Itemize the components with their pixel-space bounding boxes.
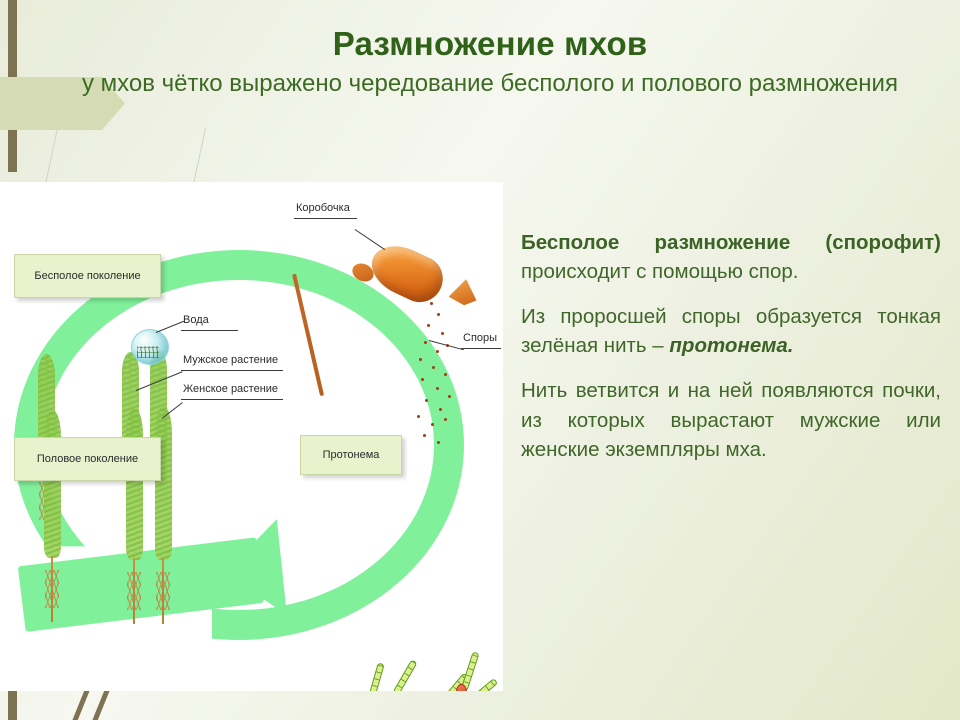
protonema-bud bbox=[456, 684, 467, 691]
title-block: Размножение мхов у мхов чётко выражено ч… bbox=[40, 25, 940, 100]
label-asexual-generation: Бесполое поколение bbox=[14, 254, 161, 298]
paragraph-2-run-1: Из проросшей споры образуется тонкая зел… bbox=[521, 305, 941, 358]
left-accent-bar-bottom bbox=[8, 690, 17, 720]
sperm-cells bbox=[137, 346, 159, 358]
paragraph-3: Нить ветвится и на ней появляются почки,… bbox=[521, 376, 941, 463]
paragraph-1: Бесполое размножение (спорофит) происход… bbox=[521, 228, 941, 286]
paragraph-2: Из проросшей споры образуется тонкая зел… bbox=[521, 302, 941, 360]
decorative-hairline-right bbox=[192, 127, 206, 189]
label-female-plant: Женское растение bbox=[183, 383, 279, 395]
label-sexual-generation: Половое поколение bbox=[14, 437, 161, 481]
moss-plant-gameto-2 bbox=[126, 408, 143, 560]
label-protonema-text: Протонема bbox=[322, 449, 380, 461]
label-protonema: Протонема bbox=[300, 435, 402, 475]
moss-plant-gameto-3 bbox=[155, 406, 172, 560]
page-title: Размножение мхов bbox=[332, 25, 648, 62]
page-subtitle: у мхов чётко выражено чередование беспол… bbox=[82, 70, 898, 98]
paragraph-2-run-2: протонема. bbox=[669, 334, 794, 358]
paragraph-3-run-1: Нить ветвится и на ней появляются почки,… bbox=[521, 379, 941, 461]
paragraph-1-run-1: Бесполое размножение (спорофит) bbox=[521, 231, 941, 254]
paragraph-1-run-2: происходит с помощью спор. bbox=[521, 260, 799, 284]
leader-line-male-plant bbox=[181, 370, 283, 371]
label-sexual-generation-text: Половое поколение bbox=[36, 453, 139, 465]
leader-line-spores bbox=[461, 348, 501, 349]
moss-life-cycle-figure: Бесполое поколение Половое поколение Про… bbox=[0, 182, 503, 691]
ring-arrow-head bbox=[219, 519, 287, 621]
label-spores: Споры bbox=[463, 332, 498, 344]
leader-line-capsule bbox=[294, 218, 357, 219]
label-capsule: Коробочка bbox=[296, 202, 350, 214]
label-water: Вода bbox=[183, 314, 209, 326]
moss-plant-gameto-1 bbox=[44, 410, 61, 558]
leader-line-capsule-angle bbox=[354, 229, 386, 251]
body-text-block: Бесполое размножение (спорофит) происход… bbox=[521, 228, 941, 464]
protonema-filaments bbox=[290, 651, 503, 691]
leader-line-female-plant bbox=[181, 399, 283, 400]
leader-line-water bbox=[181, 330, 238, 331]
label-male-plant: Мужское растение bbox=[183, 354, 279, 366]
decorative-banner-shape bbox=[0, 77, 125, 130]
decorative-hairline-left bbox=[44, 127, 58, 189]
label-asexual-generation-text: Бесполое поколение bbox=[34, 270, 141, 282]
